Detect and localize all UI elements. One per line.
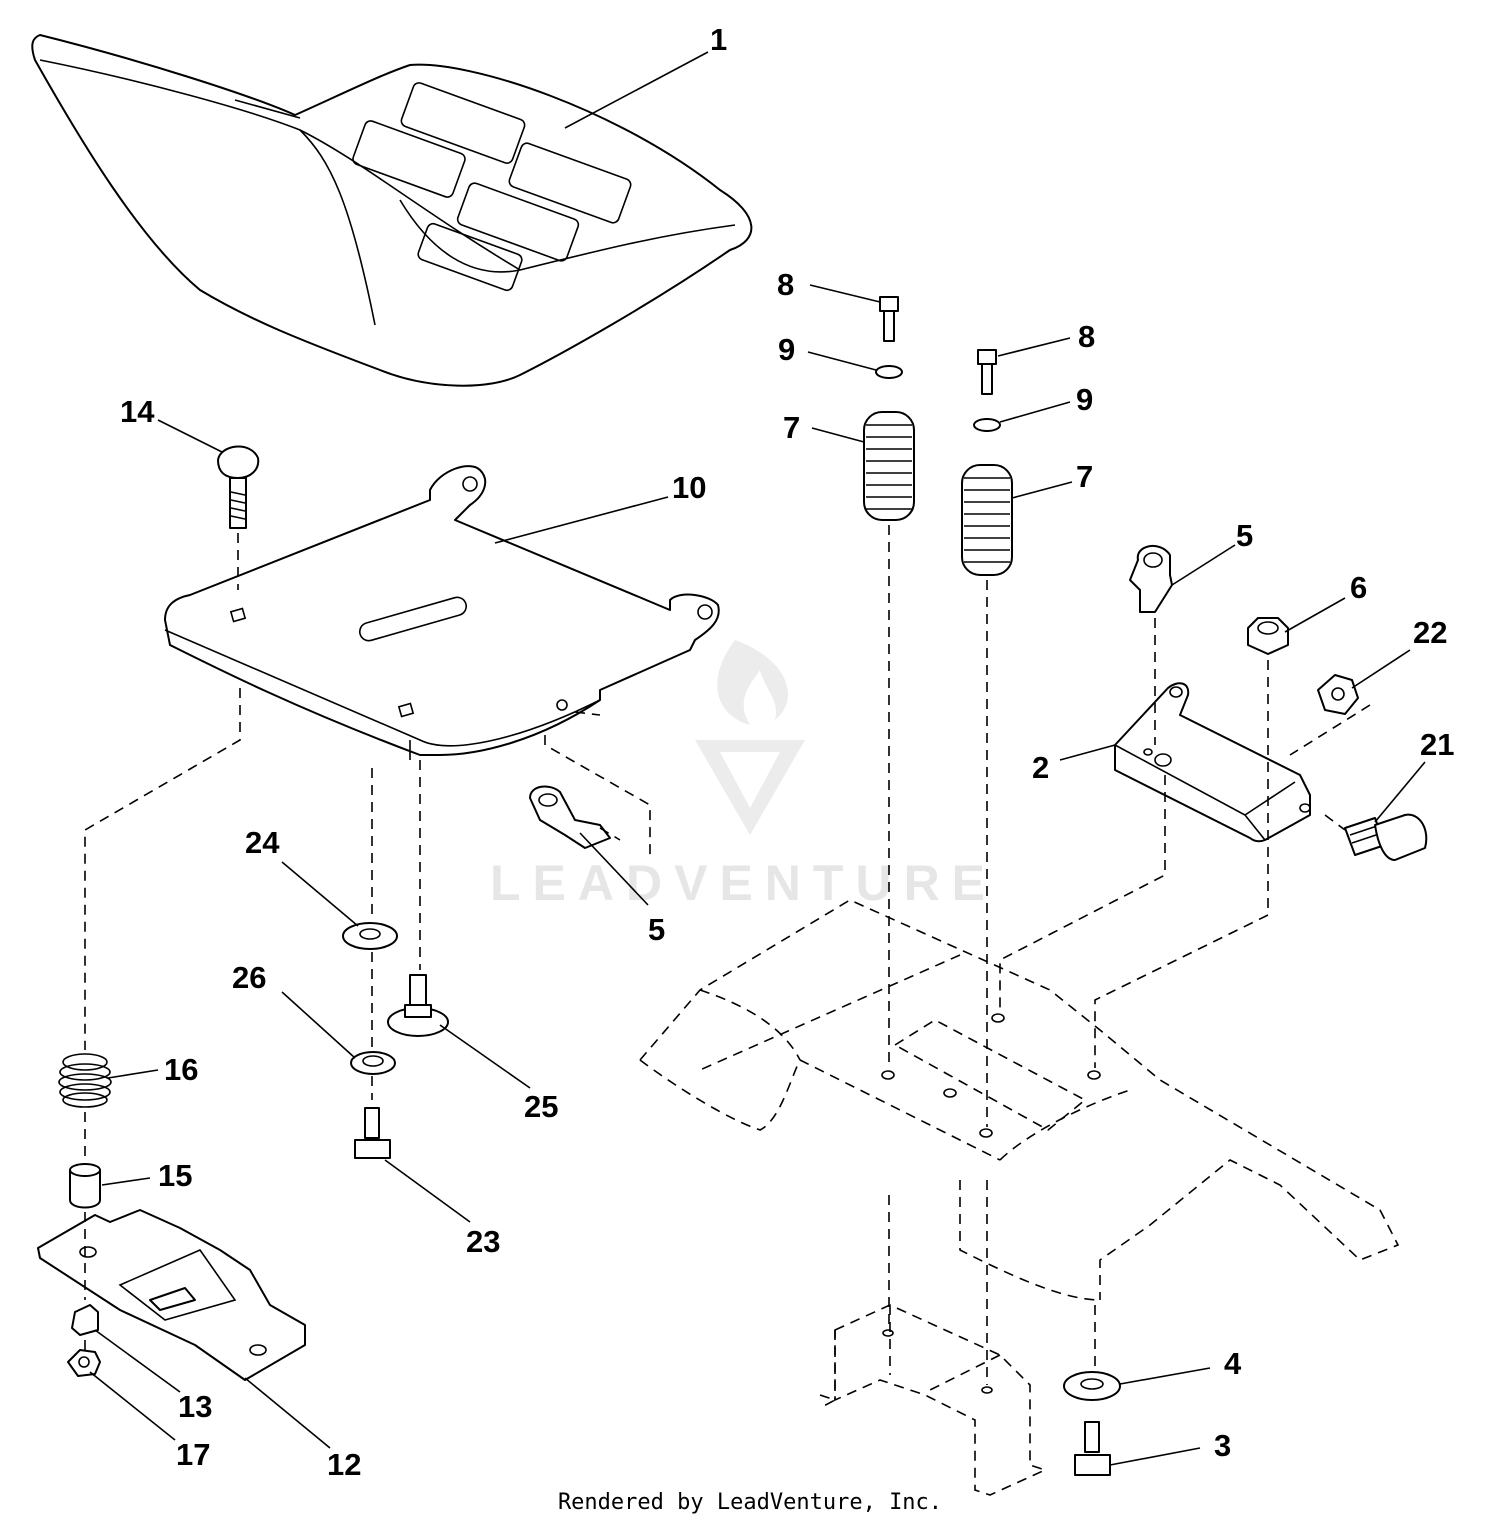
callout-15: 15 — [158, 1158, 192, 1193]
spring-part-16 — [58, 1053, 112, 1108]
nut-part-13 — [71, 1304, 99, 1336]
callout-16: 16 — [164, 1052, 198, 1087]
washer-part-9-right — [973, 418, 1001, 432]
callout-labels: 1 14 10 8 9 7 8 9 7 5 6 22 21 2 5 24 26 … — [120, 22, 1454, 1482]
spring-part-7-right — [961, 464, 1013, 576]
washer-part-4 — [1063, 1371, 1121, 1401]
callout-22: 22 — [1413, 615, 1447, 650]
callout-5-left: 5 — [648, 912, 665, 947]
bolt-part-3 — [1074, 1421, 1111, 1476]
shoulder-bolt-part — [387, 974, 449, 1037]
assembly-lines — [84, 525, 1371, 1385]
bolt-part-8-left — [879, 296, 899, 342]
callout-6: 6 — [1350, 570, 1367, 605]
seat-pan-part — [164, 465, 720, 760]
bracket-part-2 — [1114, 682, 1311, 843]
watermark: LEADVENTURE — [490, 640, 997, 911]
callout-3: 3 — [1214, 1428, 1231, 1463]
callout-7-left: 7 — [783, 410, 800, 445]
clip-part-5-right — [1129, 545, 1173, 613]
callout-26: 26 — [232, 960, 266, 995]
callout-2: 2 — [1032, 750, 1049, 785]
callout-5-right: 5 — [1236, 518, 1253, 553]
callout-25: 25 — [524, 1089, 558, 1124]
callout-1: 1 — [710, 22, 727, 57]
callout-8-left: 8 — [777, 267, 794, 302]
clip-part-5-left — [529, 785, 611, 849]
callout-4: 4 — [1224, 1346, 1242, 1381]
nut-part-22 — [1317, 674, 1359, 715]
nut-part-17 — [67, 1349, 101, 1377]
bolt-part-21 — [1344, 813, 1428, 861]
spacer-part — [69, 1163, 101, 1209]
callout-14: 14 — [120, 394, 155, 429]
frame-bracket-outline — [819, 1304, 1048, 1496]
lock-washer-part — [350, 1051, 396, 1075]
bolt-part-23 — [354, 1107, 391, 1159]
bracket-part-12 — [37, 1209, 306, 1381]
callout-21: 21 — [1420, 727, 1454, 762]
fender-outline — [639, 899, 1400, 1301]
callout-24: 24 — [245, 825, 280, 860]
callout-12: 12 — [327, 1447, 361, 1482]
callout-7-right: 7 — [1076, 459, 1093, 494]
washer-part-24 — [342, 922, 398, 950]
callout-8-right: 8 — [1078, 319, 1095, 354]
watermark-text: LEADVENTURE — [490, 855, 997, 911]
spring-part-7-left — [863, 411, 915, 521]
washer-part-9-left — [875, 365, 903, 379]
callout-9-right: 9 — [1076, 382, 1093, 417]
callout-13: 13 — [178, 1389, 212, 1424]
lock-nut-part — [1247, 617, 1289, 655]
leader-lines — [89, 51, 1426, 1466]
bolt-part-8-right — [977, 349, 997, 395]
callout-23: 23 — [466, 1224, 500, 1259]
callout-10: 10 — [672, 470, 706, 505]
seat-part — [31, 34, 753, 387]
footer-credit: Rendered by LeadVenture, Inc. — [557, 1490, 943, 1515]
callout-17: 17 — [176, 1437, 210, 1472]
carriage-bolt-part — [217, 445, 260, 529]
callout-9-left: 9 — [778, 332, 795, 367]
